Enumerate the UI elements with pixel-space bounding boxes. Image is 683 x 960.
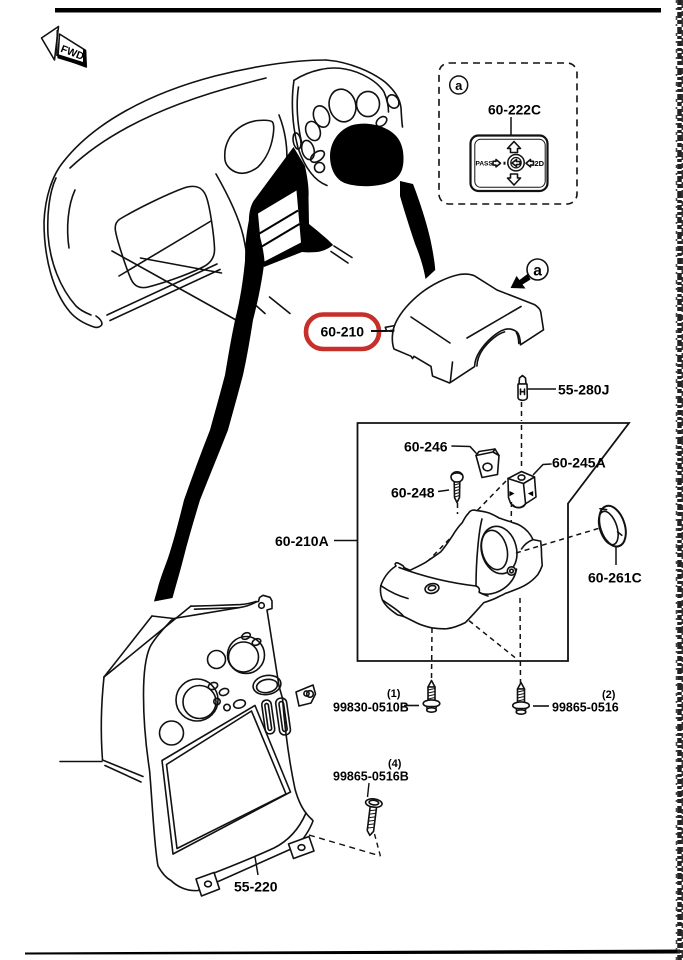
svg-text:60-248: 60-248 [391, 485, 435, 501]
svg-text:PASS: PASS [476, 161, 494, 168]
svg-text:(4): (4) [388, 758, 402, 770]
svg-text:60-210: 60-210 [321, 324, 365, 340]
svg-text:a: a [455, 78, 463, 93]
svg-text:55-280J: 55-280J [558, 382, 609, 398]
svg-text:60-261C: 60-261C [588, 570, 642, 586]
svg-text:60-210A: 60-210A [275, 533, 329, 549]
svg-text:60-246: 60-246 [404, 439, 448, 455]
svg-text:2D: 2D [535, 159, 545, 168]
svg-text:a: a [533, 263, 542, 280]
svg-text:55-220: 55-220 [234, 879, 278, 895]
svg-text:99830-0510B: 99830-0510B [333, 701, 409, 715]
svg-text:60-245A: 60-245A [552, 455, 606, 471]
svg-text:99865-0516: 99865-0516 [552, 701, 619, 715]
svg-text:(2): (2) [602, 689, 616, 701]
svg-text:99865-0516B: 99865-0516B [333, 770, 409, 784]
svg-text:60-222C: 60-222C [488, 103, 541, 118]
svg-text:(1): (1) [387, 688, 401, 700]
